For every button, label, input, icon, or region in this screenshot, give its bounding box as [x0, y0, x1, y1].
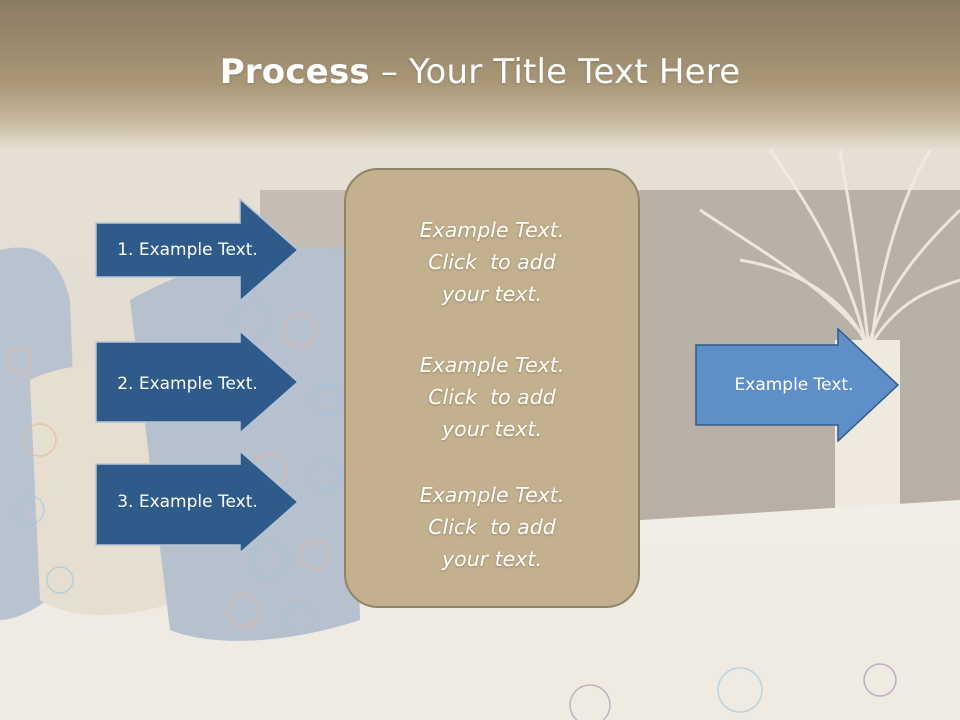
arrow-shape: [95, 330, 300, 434]
center-text-box[interactable]: Example Text. Click to add your text. Ex…: [344, 168, 640, 608]
center-text-line: Example Text.: [419, 218, 565, 242]
process-arrow-label: 2. Example Text.: [117, 374, 258, 394]
process-arrow-3[interactable]: 3. Example Text.: [95, 450, 300, 554]
arrow-shape: [695, 328, 900, 442]
center-text-line: your text.: [442, 417, 542, 441]
process-arrow-2[interactable]: 2. Example Text.: [95, 330, 300, 434]
center-text-line: Click to add: [428, 515, 556, 539]
center-text-line: Example Text.: [419, 483, 565, 507]
center-text-line: your text.: [442, 547, 542, 571]
title-bold: Process: [219, 52, 370, 92]
center-text-line: Click to add: [428, 250, 556, 274]
center-text-line: Example Text.: [419, 353, 565, 377]
title-band: [0, 0, 960, 150]
center-text-item-1[interactable]: Example Text. Click to add your text.: [346, 214, 638, 310]
center-text-line: your text.: [442, 282, 542, 306]
center-text-item-2[interactable]: Example Text. Click to add your text.: [346, 349, 638, 445]
result-arrow-label: Example Text.: [734, 375, 854, 395]
arrow-shape: [95, 450, 300, 554]
result-arrow[interactable]: Example Text.: [695, 328, 900, 442]
process-arrow-label: 1. Example Text.: [117, 240, 258, 260]
process-arrow-label: 3. Example Text.: [117, 492, 258, 512]
center-text-item-3[interactable]: Example Text. Click to add your text.: [346, 479, 638, 575]
process-arrow-1[interactable]: 1. Example Text.: [95, 198, 300, 302]
slide-title: Process – Your Title Text Here: [0, 52, 960, 92]
arrow-shape: [95, 198, 300, 302]
title-rest: – Your Title Text Here: [369, 52, 741, 92]
center-text-line: Click to add: [428, 385, 556, 409]
